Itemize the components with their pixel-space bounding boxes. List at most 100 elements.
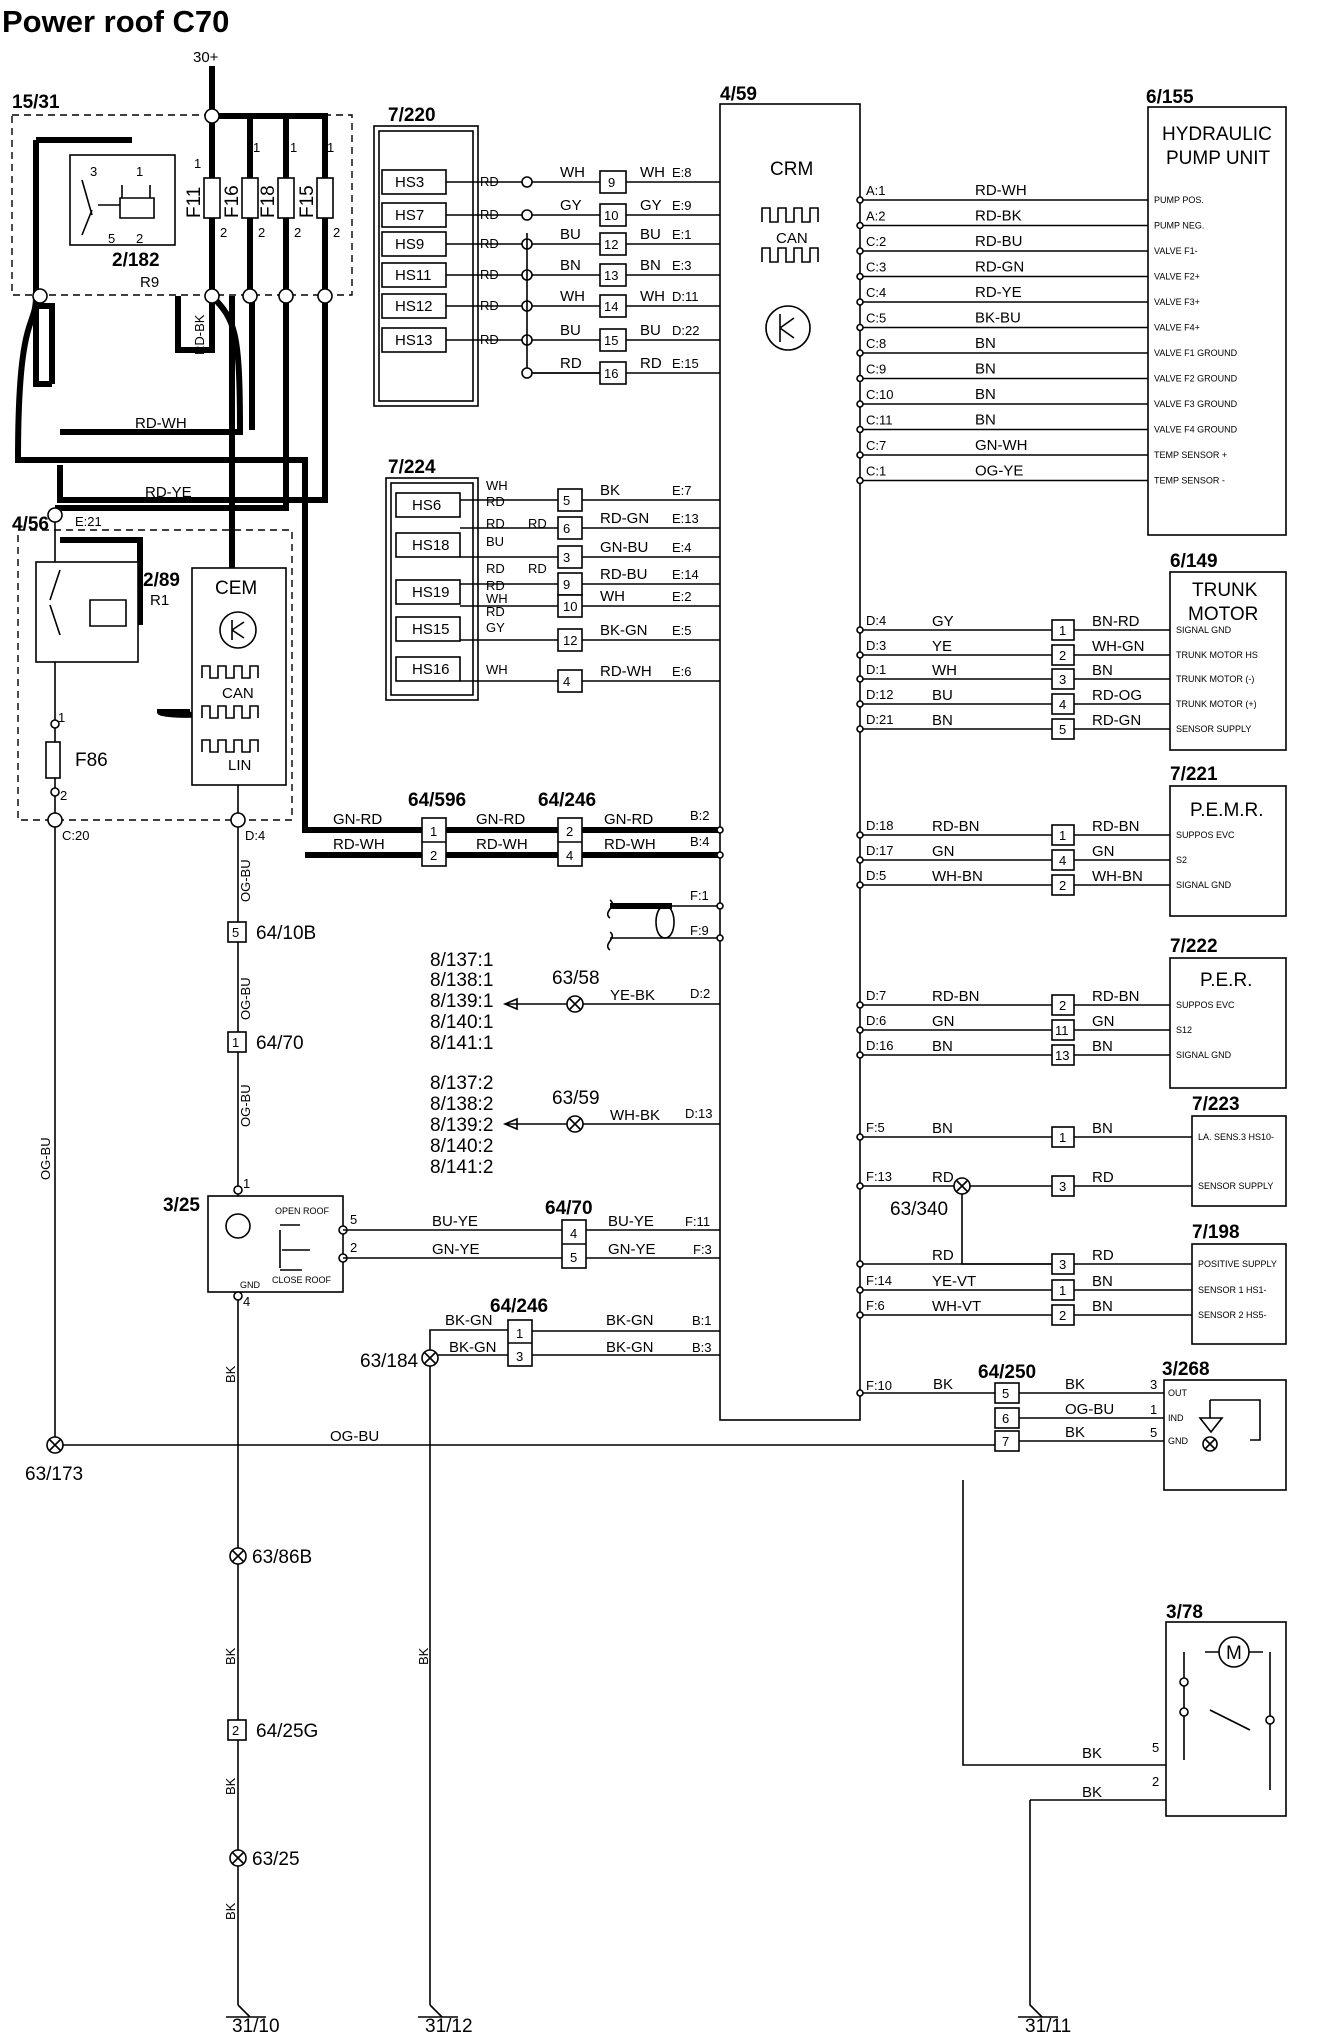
relay-2-182-label: 2/182 bbox=[112, 250, 160, 271]
c7198-dot-0 bbox=[856, 1260, 864, 1268]
wire-label-bk-1: BK bbox=[223, 1365, 238, 1383]
c7223-dot-0 bbox=[856, 1133, 864, 1141]
c3268-pn-1: 1 bbox=[1150, 1402, 1157, 1417]
trunk-motor: 6/149 TRUNK MOTOR bbox=[1169, 551, 1287, 751]
c64-70-pin-5: 5 bbox=[570, 1250, 577, 1265]
c64-596-pin-2: 2 bbox=[430, 848, 437, 863]
hyd-pin-label-9: VALVE F4 GROUND bbox=[1154, 425, 1238, 435]
pemr-pin-1: 1 bbox=[1059, 828, 1066, 843]
c7198-w2-2: BN bbox=[1092, 1298, 1113, 1315]
c7198-term-f-14: F:14 bbox=[866, 1273, 892, 1288]
hs-box-hs18 bbox=[395, 532, 461, 558]
hyd-dot-3 bbox=[856, 272, 864, 281]
left-wire-8: GY bbox=[486, 620, 505, 635]
pemr-pinbox-1 bbox=[1051, 824, 1075, 846]
c3268-pin-6: 6 bbox=[1002, 1411, 1009, 1426]
hyd-term-c-7: C:7 bbox=[866, 438, 886, 453]
crm-label: CRM bbox=[770, 159, 813, 180]
motor-w-bk-2: BK bbox=[1082, 1784, 1102, 1801]
term-d13: D:13 bbox=[685, 1106, 712, 1121]
switch-close-label: CLOSE ROOF bbox=[272, 1275, 332, 1285]
connector-7-220: 7/220 bbox=[373, 105, 479, 407]
hyd-wire-label-8: BN bbox=[975, 386, 996, 403]
w-rd-wh-3: RD-WH bbox=[604, 836, 656, 853]
splice-63-184: 63/184 bbox=[360, 1351, 419, 1372]
splice-63-58: 63/58 bbox=[552, 968, 600, 989]
wire-224-5: BK-GN bbox=[600, 622, 648, 639]
c7223-id: 7/223 bbox=[1192, 1094, 1240, 1115]
splice-63-340-group: 63/340 bbox=[890, 1177, 1052, 1265]
diagram-title: Power roof C70 bbox=[2, 4, 229, 39]
trunk-term-d-4: D:4 bbox=[866, 613, 886, 628]
per-name: P.E.R. bbox=[1200, 970, 1252, 991]
c7198-w2-0: RD bbox=[1092, 1247, 1114, 1264]
motor-pin-2: 2 bbox=[1152, 1774, 1159, 1789]
pemr-label-2: SIGNAL GND bbox=[1176, 880, 1232, 890]
pemr-w2-0: RD-BN bbox=[1092, 818, 1140, 835]
c7223-label-1: SENSOR SUPPLY bbox=[1198, 1181, 1273, 1191]
per-box: 7/222 P.E.R. bbox=[1169, 936, 1287, 1089]
c378-id: 3/78 bbox=[1166, 1602, 1203, 1623]
conn-64-10b: 64/10B bbox=[256, 923, 316, 944]
hs-label-hs16: HS16 bbox=[412, 661, 450, 678]
c3268-dot bbox=[856, 1389, 864, 1397]
hyd-term-c-3: C:3 bbox=[866, 260, 886, 275]
per-w2-0: RD-BN bbox=[1092, 988, 1140, 1005]
w-bu-ye-1: BU-YE bbox=[432, 1213, 478, 1230]
c3268-pin-7: 7 bbox=[1002, 1434, 1009, 1449]
hyd-term-c-5: C:5 bbox=[866, 311, 886, 326]
fuse-f86-label: F86 bbox=[75, 750, 108, 771]
per-term-d-6: D:6 bbox=[866, 1013, 886, 1028]
hyd-term-c-9: C:9 bbox=[866, 362, 886, 377]
relay-box-id: 15/31 bbox=[12, 92, 60, 113]
trunk-pinbox-1 bbox=[1051, 619, 1075, 641]
fuse-pin-bottom-f18: 2 bbox=[294, 225, 301, 240]
trunk-pin-3: 3 bbox=[1059, 672, 1066, 687]
c7198-term-f-6: F:6 bbox=[866, 1298, 885, 1313]
w-bk-gn-4: BK-GN bbox=[606, 1339, 654, 1356]
term-f3: F:3 bbox=[693, 1242, 712, 1257]
wire-label-bk-4: BK bbox=[223, 1902, 238, 1920]
pin-224-10: 10 bbox=[563, 599, 577, 614]
c7198-w1-2: WH-VT bbox=[932, 1298, 981, 1315]
conn-64-70-vert: 64/70 bbox=[256, 1033, 304, 1054]
per-pinbox-11 bbox=[1051, 1019, 1075, 1041]
c64-246a-pin-4: 4 bbox=[566, 848, 573, 863]
trunk-label-2: TRUNK MOTOR (-) bbox=[1176, 674, 1254, 684]
hs-box-hs19 bbox=[395, 579, 461, 605]
wire-out-3: BN bbox=[640, 257, 661, 274]
trunk-label-3: TRUNK MOTOR (+) bbox=[1176, 699, 1257, 709]
trunk-dot-0 bbox=[856, 626, 864, 634]
c3268-label-0: OUT bbox=[1168, 1388, 1188, 1398]
trunk-label-0: SIGNAL GND bbox=[1176, 625, 1232, 635]
term-b2: B:2 bbox=[690, 808, 710, 823]
w-gn-rd-3: GN-RD bbox=[604, 811, 653, 828]
term-e-6: E:6 bbox=[672, 664, 692, 679]
c64-246b-pin-1: 1 bbox=[516, 1326, 523, 1341]
ground-31-10: 31/10 bbox=[232, 2016, 280, 2037]
per-pin-13: 13 bbox=[1055, 1048, 1069, 1063]
c7223-term-f-13: F:13 bbox=[866, 1169, 892, 1184]
trunk-pinbox-2 bbox=[1051, 644, 1075, 666]
fuse-group: F11 F16 F18 F15 1 1 1 1 2 2 2 2 bbox=[184, 140, 340, 240]
hyd-pin-label-8: VALVE F3 GROUND bbox=[1154, 399, 1238, 409]
left-wire-6: WH bbox=[486, 591, 508, 606]
hs-label-hs19: HS19 bbox=[412, 584, 450, 601]
conn-64-596-and-64-246: 64/596 64/246 1 2 2 4 GN-RD RD-WH GN-RD … bbox=[333, 790, 724, 867]
fuse-pin-bottom-f11: 2 bbox=[220, 225, 227, 240]
term-e-2: E:2 bbox=[672, 589, 692, 604]
wire-label-og-bu-3: OG-BU bbox=[238, 1084, 253, 1127]
lamp-group-1: 8/137:1 8/138:1 8/139:1 8/140:1 8/141:1 … bbox=[430, 950, 720, 1054]
trunk-w1-1: YE bbox=[932, 638, 952, 655]
box-3-268: 3/268 64/250 F:10 bbox=[866, 1359, 1287, 1491]
term-e-5: E:5 bbox=[672, 623, 692, 638]
c64-596-pin-1: 1 bbox=[430, 824, 437, 839]
per-id: 7/222 bbox=[1170, 936, 1218, 957]
per-pinbox-2 bbox=[1051, 994, 1075, 1016]
term-e-14: E:14 bbox=[672, 567, 699, 582]
hs-box-hs3 bbox=[381, 169, 447, 195]
